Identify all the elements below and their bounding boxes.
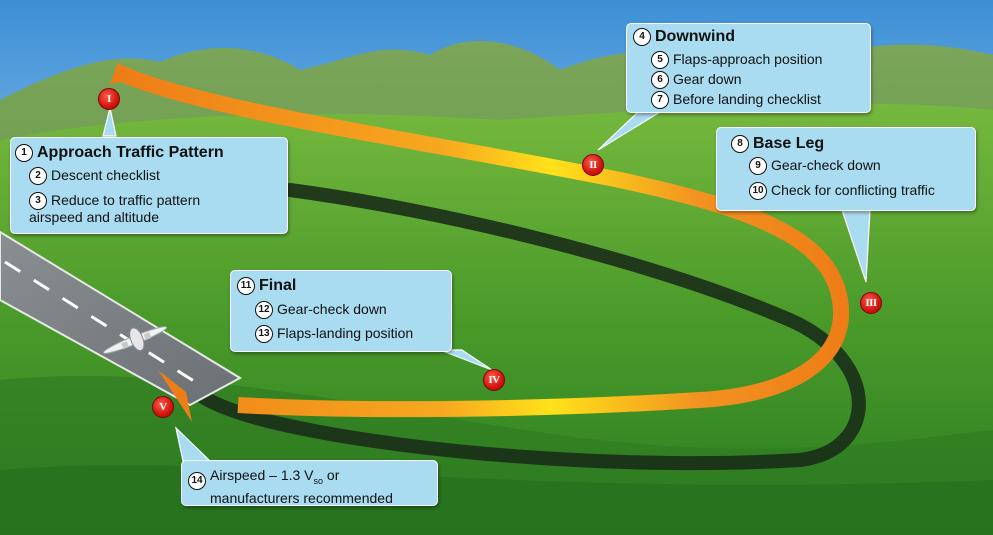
vso-subscript: so	[313, 475, 324, 486]
step-text: Airspeed – 1.3 Vso or	[210, 467, 340, 486]
step-number: 10	[749, 182, 767, 200]
step-number: 13	[255, 325, 273, 343]
step-number: 3	[29, 192, 47, 210]
step-text: Gear down	[673, 71, 742, 87]
step-text: Flaps-approach position	[673, 51, 823, 67]
step-number: 2	[29, 167, 47, 185]
step-number: 5	[651, 51, 669, 69]
step-text-continued: airspeed and altitude	[29, 209, 159, 225]
step-text: Gear-check down	[771, 157, 881, 173]
step-number: 1	[15, 144, 33, 162]
step-text: Check for conflicting traffic	[771, 182, 935, 198]
callout-final: 11 Final 12 Gear-check down 13 Flaps-lan…	[230, 270, 452, 352]
step-number: 6	[651, 71, 669, 89]
marker-v: V	[152, 396, 174, 418]
callout-title: Base Leg	[753, 135, 825, 152]
callout-downwind: 4 Downwind 5 Flaps-approach position 6 G…	[626, 23, 871, 113]
marker-iii: III	[860, 292, 882, 314]
step-number: 4	[633, 28, 651, 46]
step-number: 8	[731, 135, 749, 153]
marker-iv: IV	[483, 369, 505, 391]
step-text: Reduce to traffic pattern	[51, 192, 201, 208]
callout-airspeed: 14 Airspeed – 1.3 Vso or manufacturers r…	[181, 460, 438, 506]
callout-title: Approach Traffic Pattern	[37, 144, 224, 161]
step-text: Gear-check down	[277, 301, 387, 317]
step-text-continued: manufacturers recommended	[210, 489, 393, 506]
step-number: 9	[749, 157, 767, 175]
step-text: Before landing checklist	[673, 91, 821, 107]
step-text: Flaps-landing position	[277, 325, 414, 341]
marker-ii: II	[582, 154, 604, 176]
step-number: 12	[255, 301, 273, 319]
callout-approach-traffic-pattern: 1 Approach Traffic Pattern 2 Descent che…	[10, 137, 288, 234]
callout-base-leg: 8 Base Leg 9 Gear-check down 10 Check fo…	[716, 127, 976, 211]
marker-i: I	[98, 88, 120, 110]
callout-title: Downwind	[655, 28, 735, 45]
step-text: Descent checklist	[51, 167, 160, 183]
callout-title: Final	[259, 277, 297, 294]
step-number: 7	[651, 91, 669, 109]
step-number: 14	[188, 472, 206, 490]
airplane-icon	[102, 326, 168, 354]
step-number: 11	[237, 277, 255, 295]
